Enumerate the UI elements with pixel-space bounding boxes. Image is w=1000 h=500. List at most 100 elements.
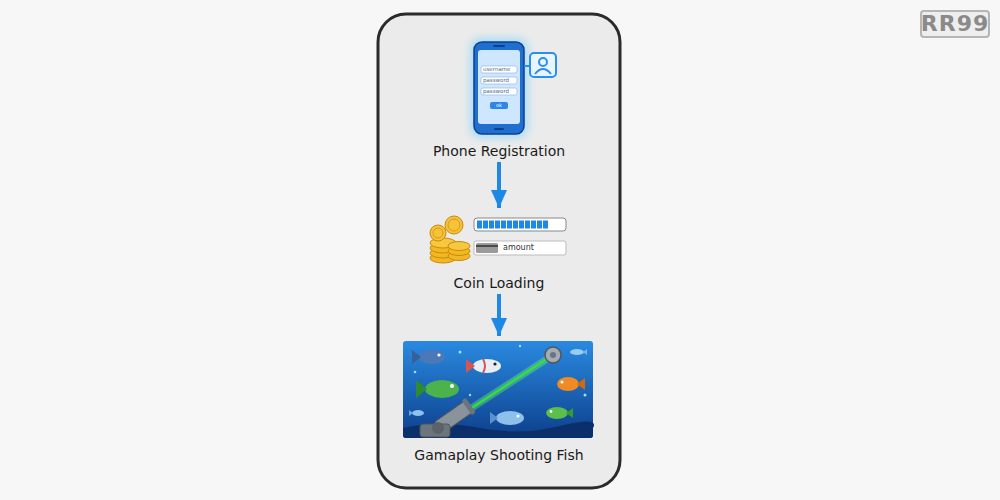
game-scene-part-part (412, 350, 421, 364)
game-scene-part-part (577, 378, 585, 390)
progress-bar-part (543, 221, 548, 229)
user-icon-part (535, 69, 551, 74)
step-caption: Gamaplay Shooting Fish (414, 446, 583, 464)
step-caption: Coin Loading (454, 274, 545, 292)
flow-arrow (497, 162, 501, 208)
phone-icon-part (481, 88, 517, 95)
game-scene-part (459, 351, 462, 354)
game-scene-part-part (561, 381, 564, 384)
game-scene-part (470, 357, 550, 409)
game-scene-part-part (416, 380, 427, 398)
progress-bar-part (531, 221, 536, 229)
progress-bar-part (474, 218, 566, 231)
game-scene-part (433, 398, 476, 436)
game-scene-part (416, 380, 459, 398)
user-icon-part (539, 58, 547, 66)
progress-bar-part (501, 221, 506, 229)
game-scene-part (414, 371, 417, 374)
coin-stack (430, 216, 470, 263)
game-scene-part (550, 352, 556, 358)
game-scene-part-part (473, 359, 501, 373)
step-node: Coin Loading (410, 210, 588, 292)
game-scene-part (546, 407, 573, 419)
game-scene-part-part (409, 410, 413, 416)
game-scene-part (403, 421, 594, 438)
amount-field-part (474, 241, 566, 255)
button-text: ok (490, 102, 508, 109)
game-scene-part-part (490, 412, 498, 424)
game-scene-part (469, 394, 471, 396)
amount-field (474, 241, 566, 255)
game-scene-part-part (583, 349, 587, 355)
game-scene-part (570, 349, 587, 355)
game-scene-part (412, 350, 445, 364)
game-scene-part-part (466, 359, 475, 373)
form-field-text: password (483, 88, 509, 95)
step-node: Phone Registration (400, 36, 598, 160)
step-caption: Phone Registration (433, 142, 565, 160)
phone-icon-part (481, 66, 517, 73)
game-scene-part-part (450, 384, 454, 388)
progress-bar-part (495, 221, 500, 229)
game-scene-part (519, 345, 521, 347)
game-scene-part-part (412, 410, 424, 416)
progress-bar-part (513, 221, 518, 229)
coin-stack-part (448, 242, 470, 251)
phone-icon-part (470, 38, 528, 138)
step-node: Gamaplay Shooting Fish (400, 338, 598, 464)
form-field-text: password (483, 77, 509, 84)
coin-stack-part (430, 225, 446, 241)
phone-frame-part (378, 14, 620, 488)
progress-bar-part (477, 221, 482, 229)
game-scene-part-part (419, 350, 445, 364)
game-scene-part (490, 411, 524, 425)
phone-icon (470, 38, 528, 138)
game-scene-part (545, 347, 561, 363)
progress-bar-part (537, 221, 542, 229)
coin-stack-part (445, 216, 463, 234)
coin-stack-part (433, 228, 443, 238)
progress-bar-part (525, 221, 530, 229)
game-scene-part (403, 341, 593, 438)
user-icon (524, 53, 556, 77)
progress-bar-part (489, 221, 494, 229)
game-scene-part (432, 422, 444, 434)
progress-bar-part (519, 221, 524, 229)
game-scene-part-part (425, 380, 459, 398)
game-scene-part-part (546, 407, 568, 419)
amount-field-part (476, 243, 498, 253)
phone-icon-part (493, 45, 505, 47)
game-scene-part-part (493, 362, 496, 365)
phone-icon-part (494, 128, 504, 130)
game-scene-part-part (517, 415, 520, 418)
phone-icon-part (478, 50, 520, 124)
flow-arrow (497, 294, 501, 336)
game-scene-part (557, 377, 585, 391)
game-scene-part-part (557, 377, 579, 391)
progress-bar-part (483, 221, 488, 229)
game-scene-part-part (483, 359, 485, 373)
progress-bar-part (507, 221, 512, 229)
input-placeholder: amount (503, 241, 534, 255)
game-scene-part-part (496, 411, 524, 425)
form-field-text: username (483, 66, 511, 73)
game-scene-part (470, 357, 550, 409)
phone-frame (378, 14, 620, 488)
game-scene (403, 341, 594, 438)
game-scene-part-part (570, 349, 584, 355)
phone-icon-part (474, 42, 524, 134)
progress-bar (474, 218, 566, 231)
game-scene-part (409, 410, 424, 416)
game-scene-part-part (566, 408, 573, 418)
game-scene-part (584, 394, 587, 397)
game-scene-part-part (550, 410, 553, 413)
phone-icon-part (481, 77, 517, 84)
user-icon-part (530, 53, 556, 77)
amount-field-part (476, 245, 498, 247)
watermark-logo: RR99 (920, 10, 990, 38)
coin-stack-part (448, 219, 460, 231)
phone-icon-part (490, 102, 508, 109)
